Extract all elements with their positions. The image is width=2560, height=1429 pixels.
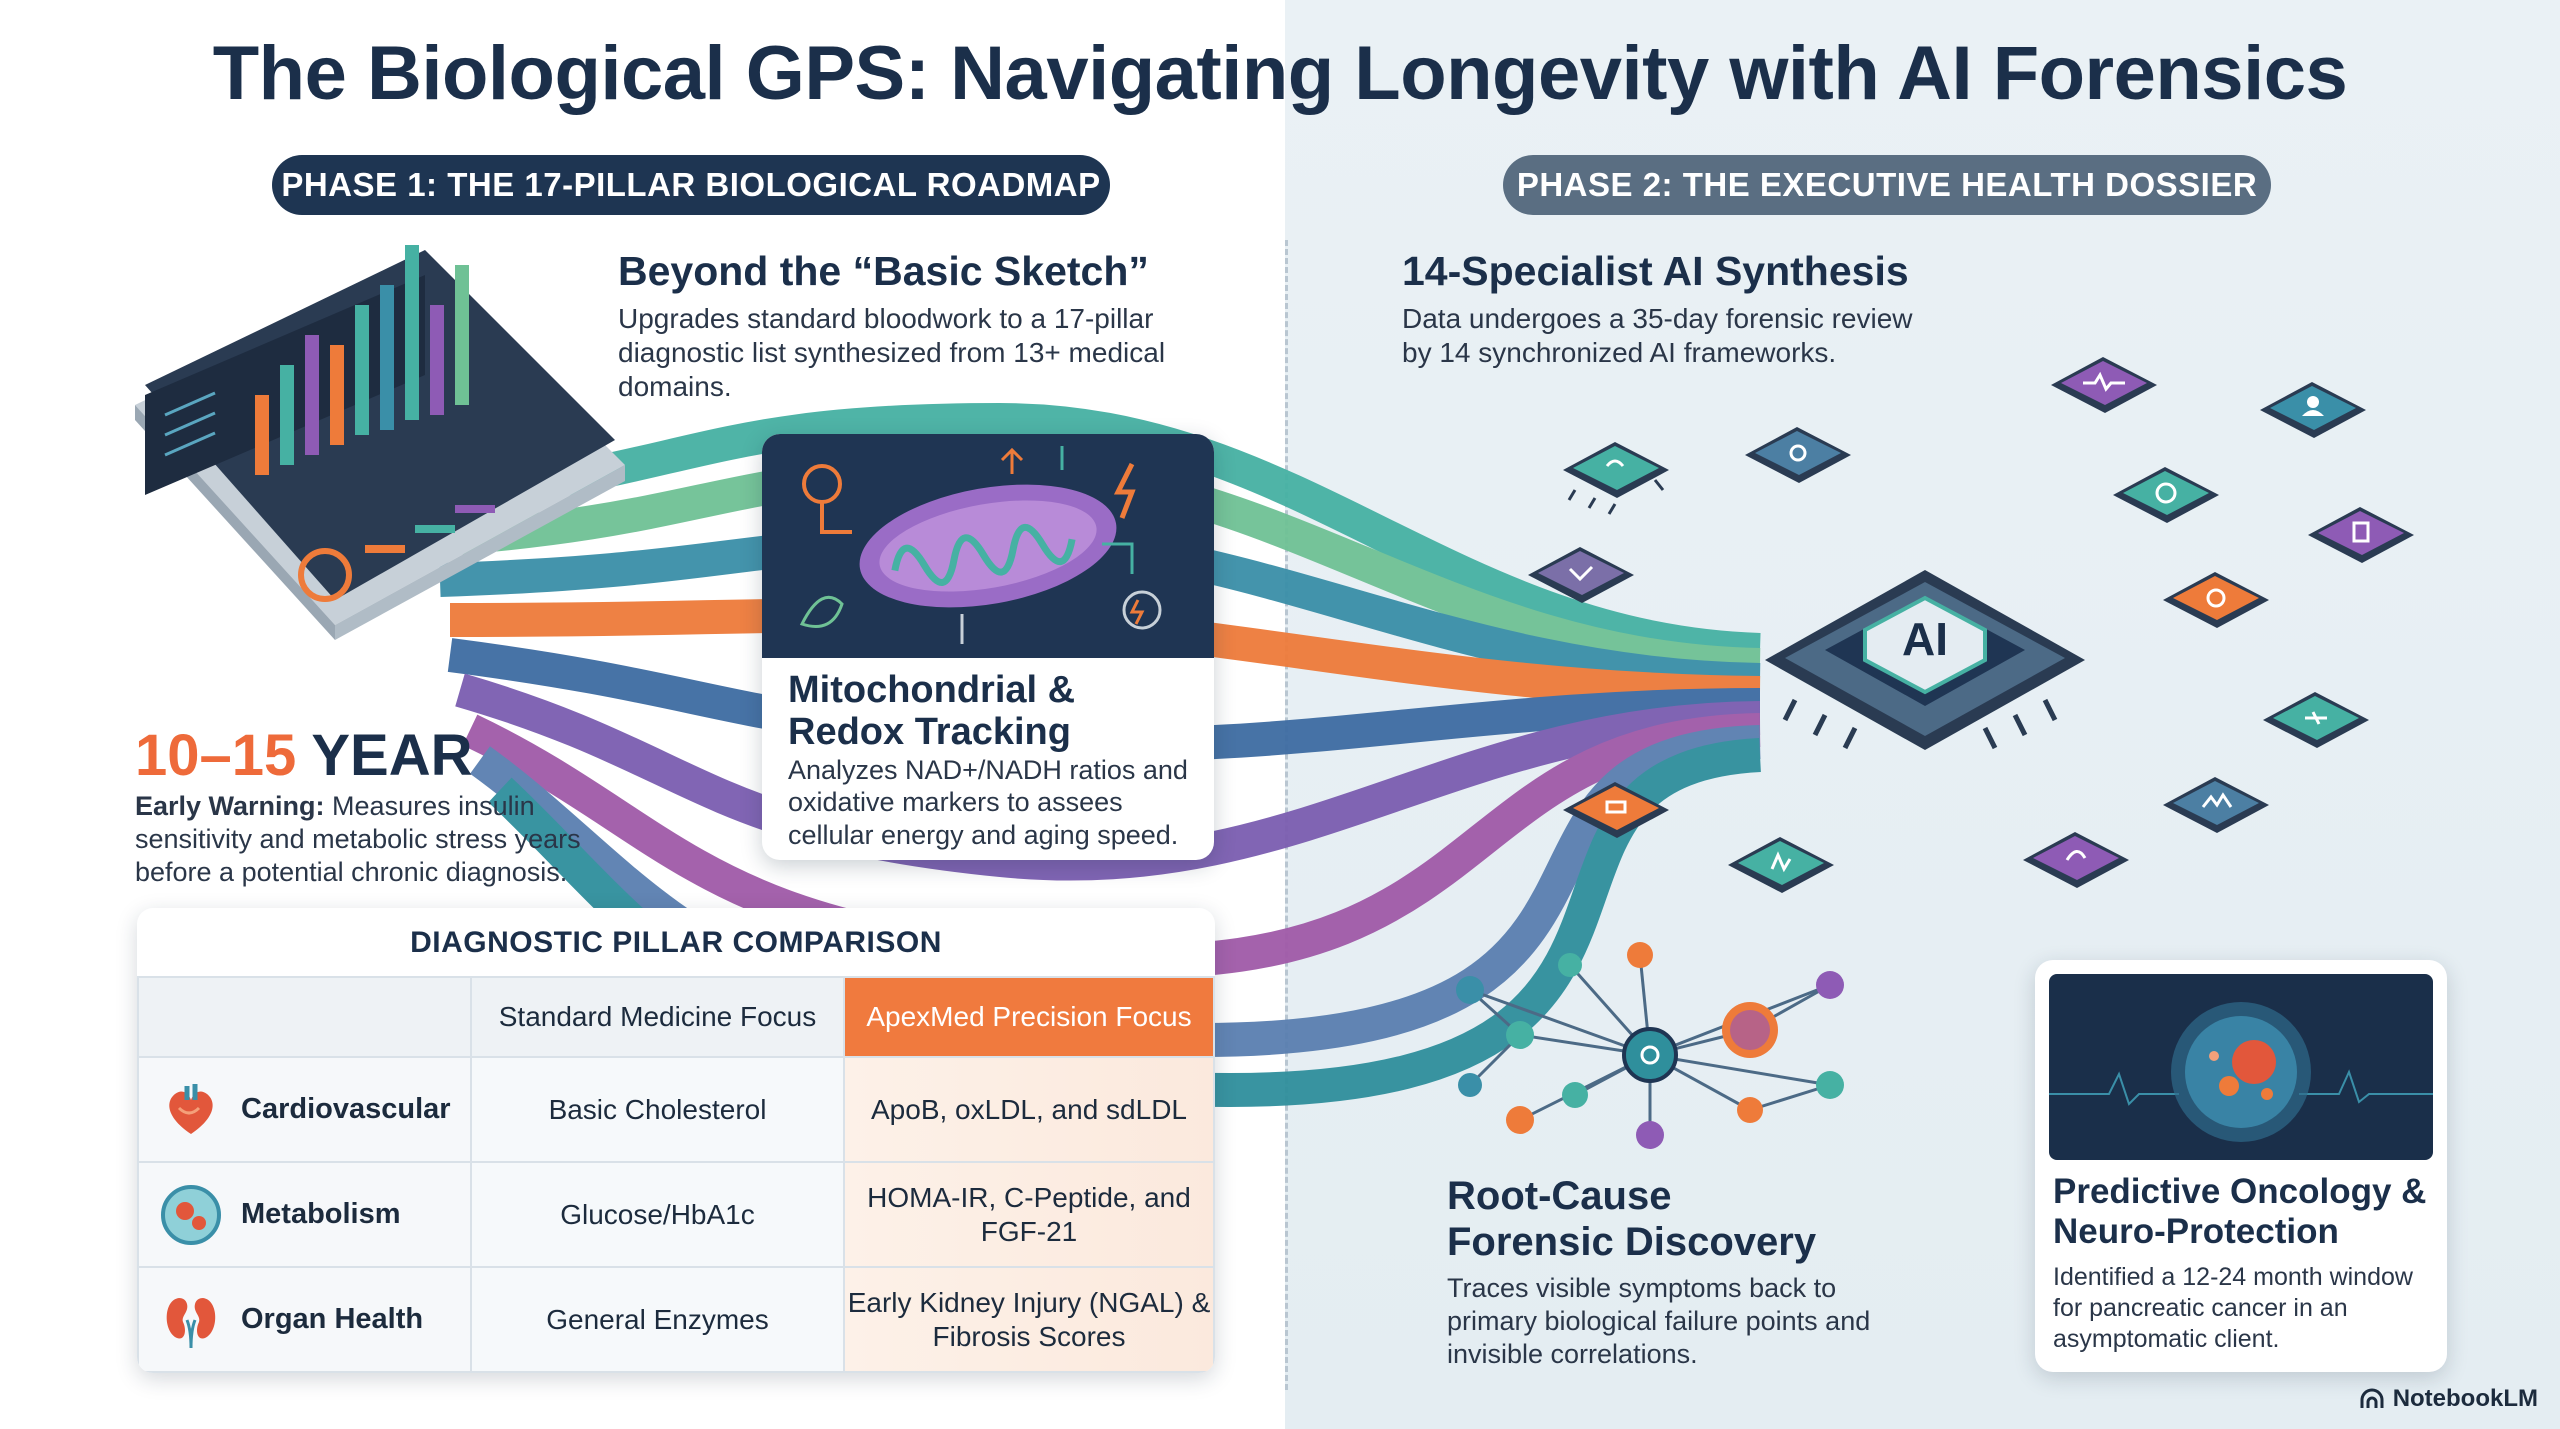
ai-synthesis-body: Data undergoes a 35-day forensic review … [1402, 303, 1913, 369]
kidney-icon [166, 1297, 216, 1348]
specialist-chip-icon [2113, 467, 2219, 523]
header-standard: Standard Medicine Focus [470, 976, 845, 1058]
year-range: 10–15 [135, 723, 297, 788]
row-category: Metabolism [137, 1161, 472, 1268]
network-node [1506, 1021, 1534, 1049]
specialist-chip-icon [2263, 692, 2369, 748]
notebooklm-logo-icon [2360, 1388, 2384, 1408]
root-cause-body: Traces visible symptoms back to primary … [1447, 1273, 1871, 1369]
row-category: Organ Health [137, 1266, 472, 1373]
network-node [1458, 1073, 1482, 1097]
mitochondrial-title: Mitochondrial & Redox Tracking [788, 669, 1076, 753]
early-warning-text: Early Warning: Measures insulin sensitiv… [135, 790, 635, 889]
mitochondria-illustration [762, 434, 1214, 658]
root-cause-title: Root-Cause Forensic Discovery [1447, 1174, 1817, 1264]
mitochondrial-body: Analyzes NAD+/NADH ratios and oxidative … [788, 755, 1188, 850]
table-row: Metabolism Glucose/HbA1c HOMA-IR, C-Pept… [137, 1161, 1215, 1268]
row-standard: General Enzymes [470, 1266, 845, 1373]
network-node [1456, 976, 1484, 1004]
header-apex: ApexMed Precision Focus [843, 976, 1215, 1058]
early-warning-timeframe: 10–15 YEAR [135, 722, 473, 789]
early-warning-lead: Early Warning: [135, 791, 325, 821]
row-category-label: Metabolism [241, 1198, 401, 1230]
network-node [1816, 1071, 1844, 1099]
row-standard: Glucose/HbA1c [470, 1161, 845, 1268]
network-node [1816, 971, 1844, 999]
network-node [1737, 1097, 1763, 1123]
specialist-chip-icon [1563, 782, 1669, 838]
specialist-chip-icon [2163, 777, 2269, 833]
beyond-sketch-heading: Beyond the “Basic Sketch” [618, 248, 1149, 294]
phase-divider [1285, 240, 1288, 1390]
network-node [1506, 1106, 1534, 1134]
oncology-card: Predictive Oncology & Neuro-Protection I… [2035, 960, 2447, 1372]
oncology-title: Predictive Oncology & Neuro-Protection [2053, 1172, 2427, 1252]
specialist-chip-icon [1728, 837, 1834, 893]
table-row: Organ Health General Enzymes Early Kidne… [137, 1266, 1215, 1373]
page-title: The Biological GPS: Navigating Longevity… [212, 31, 2348, 116]
ai-synthesis-heading: 14-Specialist AI Synthesis [1402, 248, 1909, 294]
ai-processor-chip: AI [1765, 570, 2085, 750]
specialist-chip-icon [2023, 832, 2129, 888]
row-category-label: Organ Health [241, 1303, 424, 1335]
row-category: Cardiovascular [137, 1056, 472, 1163]
specialist-chip-icon [1528, 547, 1634, 603]
year-word: YEAR [311, 723, 473, 788]
mitochondrial-card: Mitochondrial & Redox Tracking Analyzes … [762, 434, 1214, 860]
diagnostic-comparison-table: DIAGNOSTIC PILLAR COMPARISON Standard Me… [137, 908, 1215, 1373]
specialist-chip-icon [2051, 357, 2157, 413]
phase2-label: PHASE 2: THE EXECUTIVE HEALTH DOSSIER [1503, 155, 2271, 215]
heart-icon [169, 1083, 213, 1134]
comparison-grid: Standard Medicine Focus ApexMed Precisio… [137, 976, 1215, 1373]
notebooklm-brand: NotebookLM [2359, 1385, 2538, 1413]
root-cause-network-graph [1456, 942, 1844, 1149]
table-header-row: Standard Medicine Focus ApexMed Precisio… [137, 976, 1215, 1058]
specialist-chip-icon [2308, 507, 2414, 563]
network-node [1562, 1082, 1588, 1108]
row-category-label: Cardiovascular [241, 1093, 451, 1125]
ai-chip-label: AI [1902, 613, 1948, 665]
phase1-label: PHASE 1: THE 17-PILLAR BIOLOGICAL ROADMA… [272, 155, 1110, 215]
row-apex: ApoB, oxLDL, and sdLDL [843, 1056, 1215, 1163]
row-standard: Basic Cholesterol [470, 1056, 845, 1163]
row-apex: HOMA-IR, C-Peptide, and FGF-21 [843, 1161, 1215, 1268]
brand-label: NotebookLM [2392, 1385, 2538, 1412]
cell-icon [161, 1184, 221, 1245]
network-node [1627, 942, 1653, 968]
specialist-chip-icon [2163, 572, 2269, 628]
specialist-chip-icon [1563, 442, 1669, 515]
table-title: DIAGNOSTIC PILLAR COMPARISON [410, 926, 942, 959]
network-hub [1622, 1027, 1678, 1083]
specialist-chip-icon [1745, 427, 1851, 483]
table-row: Cardiovascular Basic Cholesterol ApoB, o… [137, 1056, 1215, 1163]
network-node [1730, 1010, 1770, 1050]
network-node [1636, 1121, 1664, 1149]
specialist-chip-icon [2260, 382, 2366, 438]
beyond-sketch-body: Upgrades standard bloodwork to a 17-pill… [618, 303, 1166, 403]
cell-microscopy-illustration [2049, 974, 2433, 1160]
row-apex: Early Kidney Injury (NGAL) & Fibrosis Sc… [843, 1266, 1215, 1373]
oncology-body: Identified a 12-24 month window for panc… [2053, 1263, 2413, 1353]
header-blank [137, 976, 472, 1058]
early-warning-body: Measures insulin sensitivity and metabol… [135, 791, 581, 887]
analytics-dashboard-illustration [135, 245, 625, 640]
network-node [1558, 953, 1582, 977]
